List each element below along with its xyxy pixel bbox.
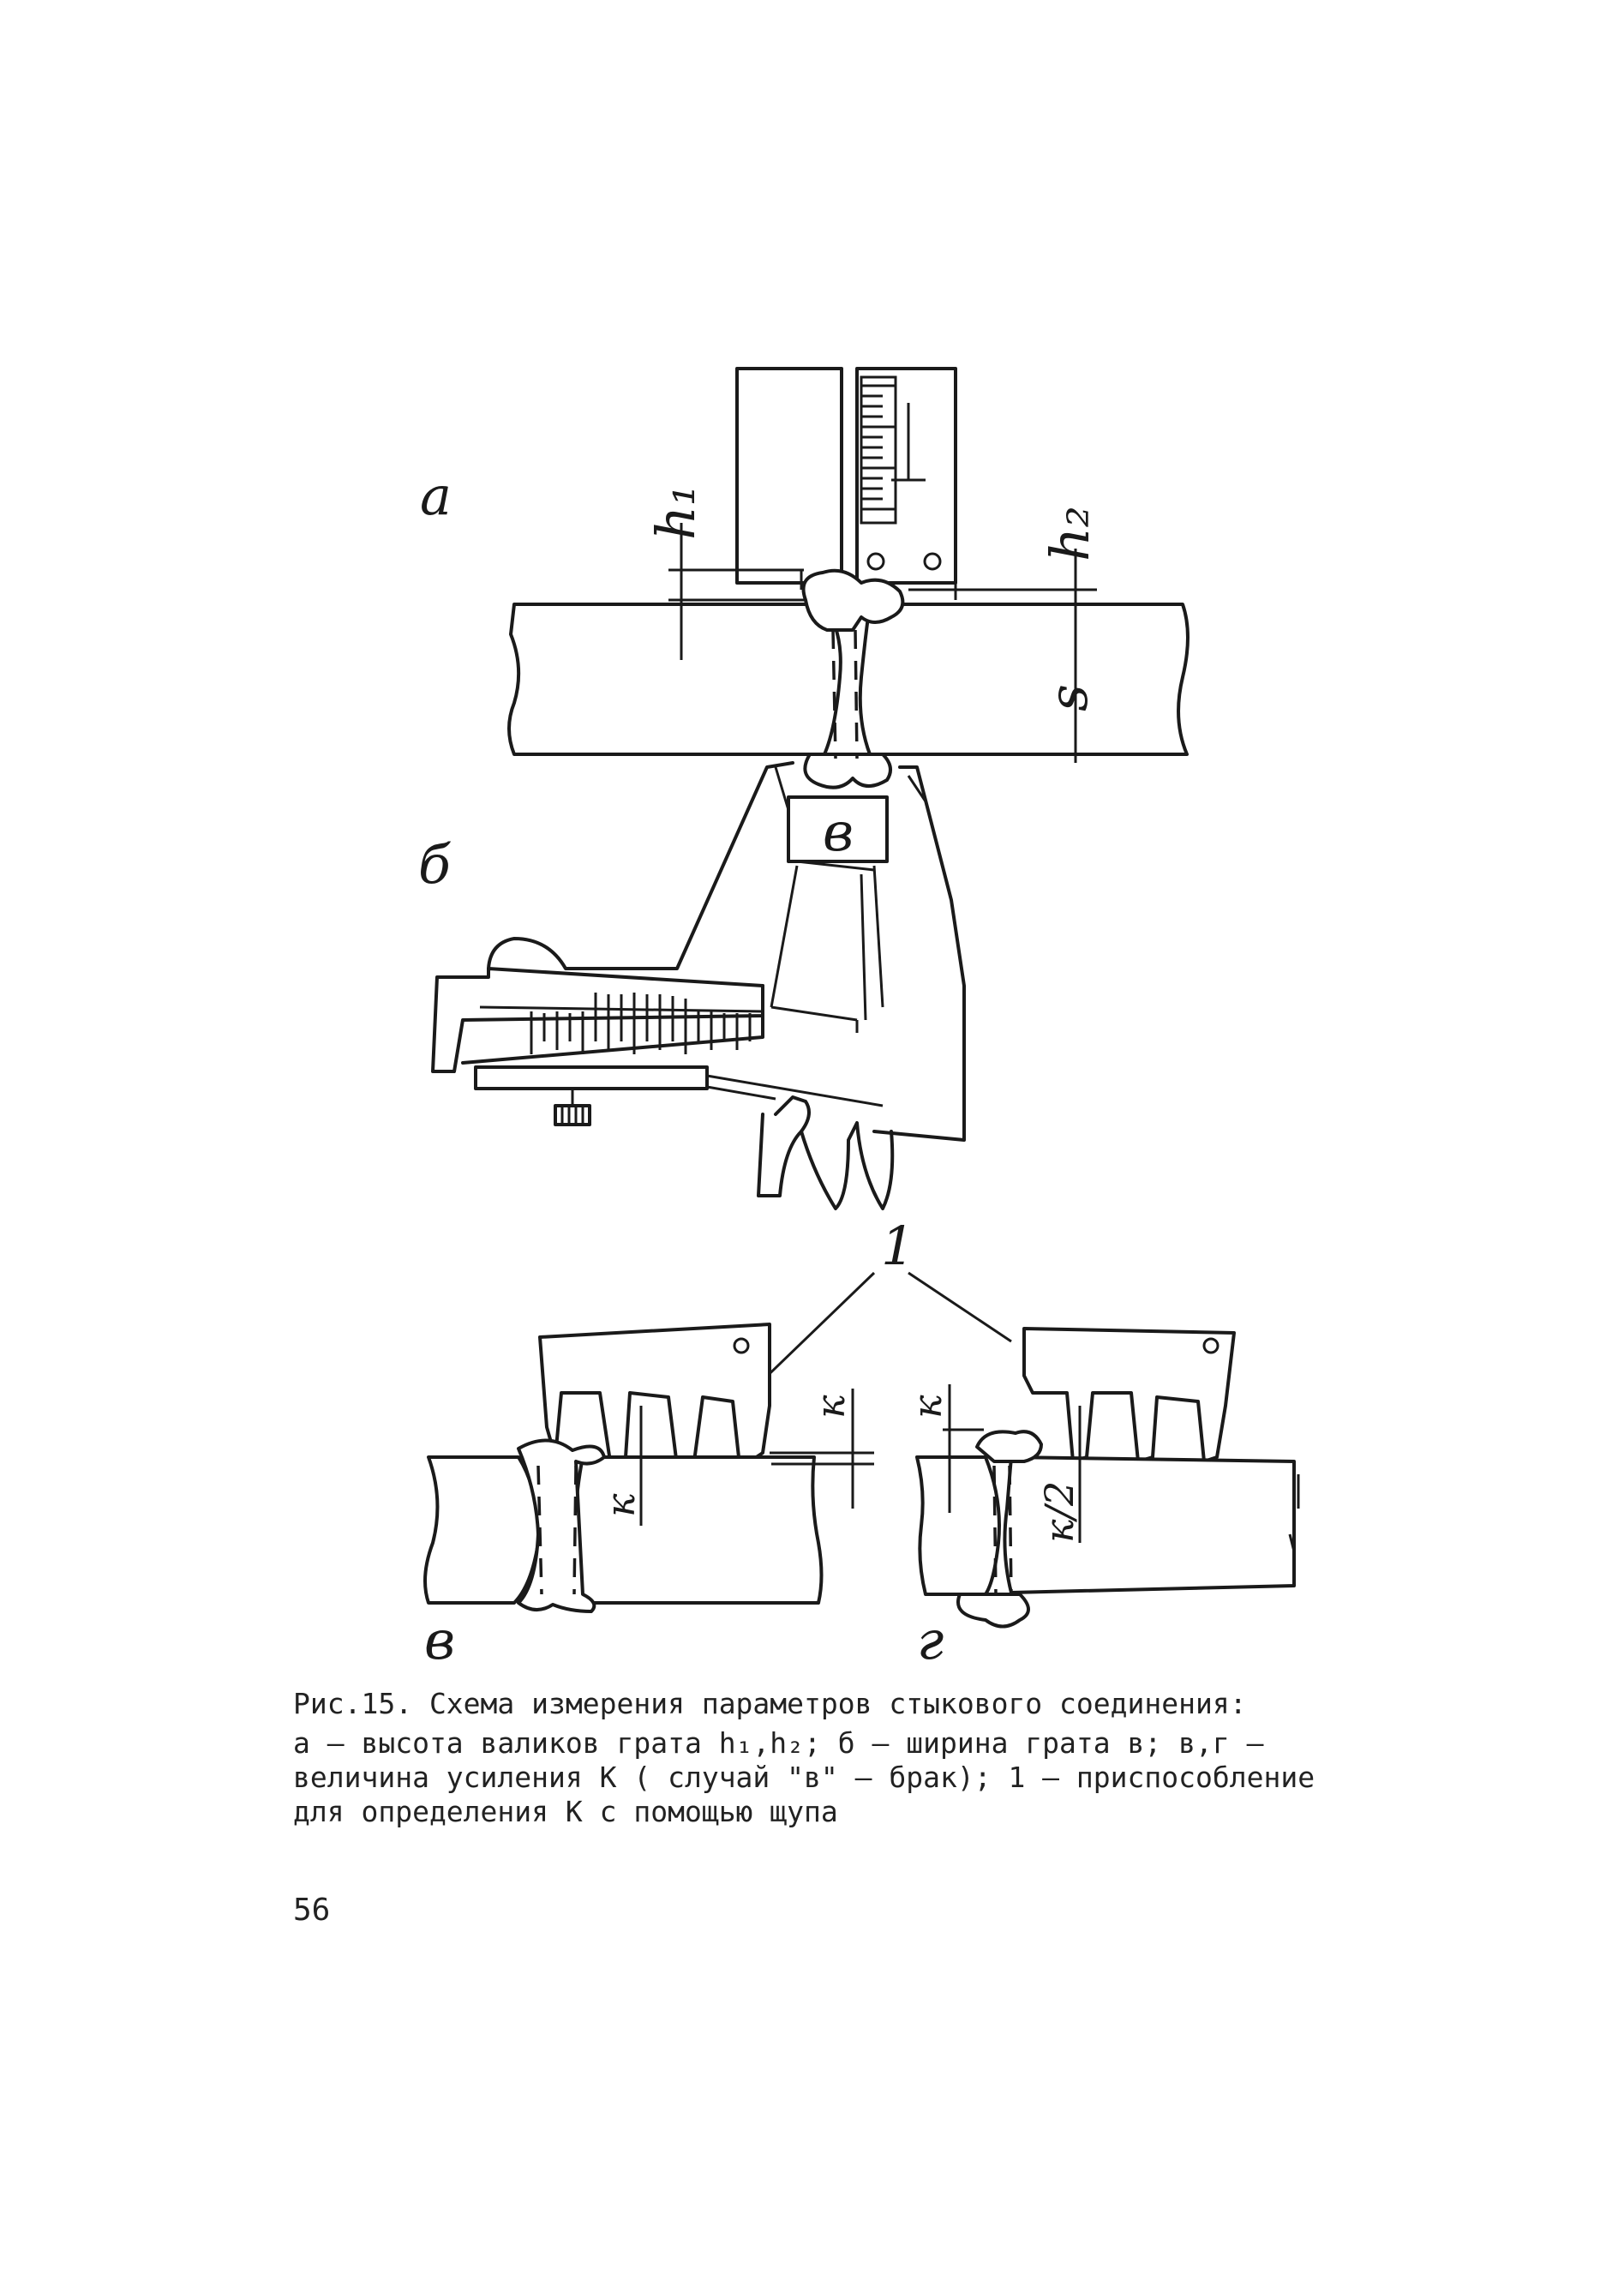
callout-leader-left	[752, 1271, 876, 1390]
flash-bead-g-bottom	[956, 1593, 1030, 1629]
callout-number-1: 1	[881, 1215, 914, 1277]
gauge-body-left	[735, 367, 843, 585]
screw-icon	[923, 552, 942, 571]
caliper-beam	[431, 967, 764, 1073]
screw-icon	[866, 552, 885, 571]
plate-v-right	[572, 1455, 824, 1605]
page-number: 56	[293, 1893, 331, 1928]
caliper-rod	[474, 1065, 709, 1090]
dimension-k-v-right: к	[807, 1395, 854, 1419]
template-gauge-g	[1022, 1327, 1236, 1463]
callout-leader-right	[908, 1271, 1012, 1343]
plate-v-left	[423, 1455, 541, 1605]
panel-v-g-drawing: 1 к к в к	[423, 1215, 1300, 1671]
plate-g-right	[1003, 1455, 1296, 1594]
flash-bead-top	[801, 568, 905, 632]
dimension-h1: h₁	[644, 484, 707, 540]
caliper-lower-jaw-right	[800, 1121, 895, 1210]
ruler-scale-ticks	[861, 384, 896, 511]
dimension-b: в	[823, 801, 854, 863]
panel-label-b: б	[418, 833, 452, 896]
dimension-s: s	[1037, 684, 1100, 711]
dimension-k-v: к	[597, 1493, 644, 1517]
panel-label-a: а	[420, 465, 452, 527]
panel-label-v: в	[424, 1609, 455, 1671]
dimension-h2: h₂	[1039, 506, 1101, 561]
width-block	[787, 795, 889, 863]
flash-bead-bottom	[803, 753, 892, 789]
plate-right	[858, 603, 1190, 756]
caption-body: а – высота валиков грата h₁,h₂; б – шири…	[293, 1726, 1315, 1828]
thumb-screw-icon	[554, 1104, 591, 1126]
panel-b-drawing: б в	[418, 761, 966, 1210]
figure-caption: Рис.15. Схема измерения параметров стыко…	[293, 1687, 1373, 1829]
caliper-jaw-left	[487, 761, 794, 979]
caption-title: Рис.15. Схема измерения параметров стыко…	[293, 1687, 1247, 1720]
plate-g-left	[915, 1455, 1001, 1596]
dimension-k-half: к/2	[1036, 1481, 1082, 1543]
caliper-lower-jaw-left	[757, 1095, 811, 1197]
vernier-scale-ticks	[530, 993, 752, 1054]
panel-a-drawing: а	[420, 367, 1190, 789]
plate-left	[507, 603, 842, 756]
caliper-jaw-right	[872, 765, 966, 1142]
flash-bead-g-top	[975, 1430, 1043, 1463]
dimension-k-g: к	[904, 1395, 950, 1419]
gauge-ruler-right	[855, 367, 957, 585]
panel-label-g: г	[917, 1609, 944, 1671]
